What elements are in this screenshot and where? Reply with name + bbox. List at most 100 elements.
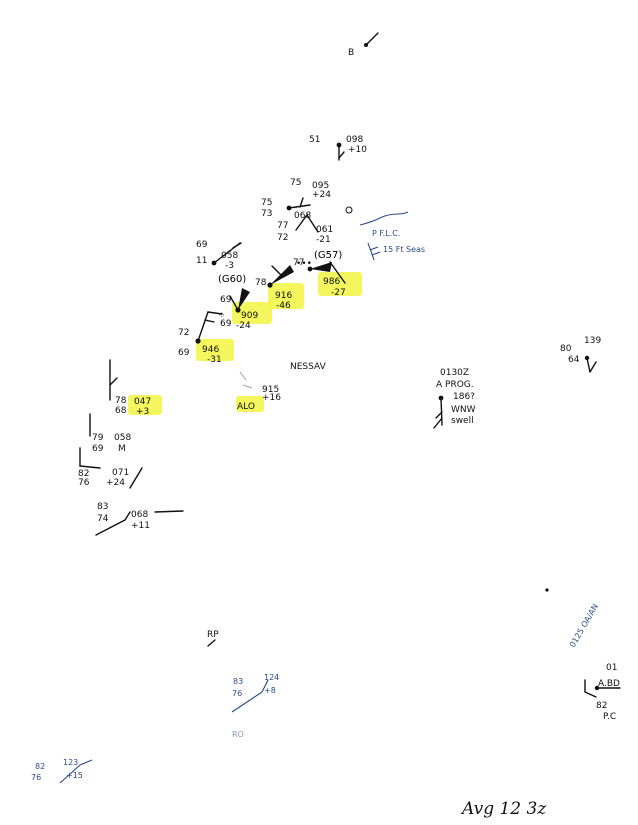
- gust-label-g60: (G60): [218, 274, 246, 285]
- annotation-ab: A.BD: [598, 679, 620, 689]
- station-14-pressure: 915: [262, 385, 279, 395]
- station-5-dew: 11: [196, 256, 207, 266]
- station-9-pressure: 946: [202, 345, 219, 355]
- station-15-temp: 80: [560, 344, 572, 354]
- annotation-pc: P.C: [603, 712, 616, 722]
- station-10-dew: 68: [115, 406, 127, 416]
- annotation-15ft-seas: 15 Ft Seas: [383, 245, 425, 254]
- station-4-temp: 77: [277, 221, 288, 231]
- station-13-pressure: 068: [131, 510, 148, 520]
- station-8-dew: 69: [220, 319, 232, 329]
- station-12-dew: 76: [78, 478, 90, 488]
- station-6-temp: 78: [255, 278, 267, 288]
- station-8-temp: 69: [220, 295, 232, 305]
- station-1: 51 098 +10: [309, 135, 367, 161]
- station-10-pressure: 047: [134, 397, 151, 407]
- station-18-mark: RP: [207, 630, 219, 640]
- station-14: ALO 915 +16: [236, 371, 281, 412]
- station-17-temp: 82: [35, 762, 45, 771]
- station-17-tendency: +15: [66, 771, 83, 780]
- station-16-tendency: +8: [264, 686, 276, 695]
- station-11-tendency: M: [118, 444, 126, 454]
- station-6-pressure: 916: [275, 291, 292, 301]
- station-12-temp: 82: [78, 469, 89, 479]
- annotation-swell: swell: [451, 416, 474, 426]
- annotation-a-prog: A PROG.: [436, 380, 474, 390]
- station-15-mark: 64: [568, 355, 580, 365]
- station-19: 01 A.BD 82 P.C: [584, 663, 621, 722]
- station-13-tendency: +11: [131, 521, 150, 531]
- station-8-wx: ⁘: [218, 311, 226, 321]
- station-14-tendency: +16: [262, 393, 281, 403]
- station-2-pressure: 095: [312, 181, 329, 191]
- station-2-temp: 75: [290, 178, 301, 188]
- station-6-wx: •••: [296, 259, 312, 269]
- station-9-dew: 69: [178, 348, 190, 358]
- annotation-186: 186?: [453, 392, 475, 402]
- station-11: 79 69 058 M: [89, 413, 131, 454]
- station-16: 83 76 124 +8 RO: [231, 673, 279, 739]
- stray-dot: [545, 588, 549, 592]
- station-10: 78 68 047 +3: [109, 359, 162, 417]
- station-13-temp: 83: [97, 502, 108, 512]
- station-16-temp: 83: [233, 677, 243, 686]
- station-4-dew: 72: [277, 233, 288, 243]
- station-17-dew: 76: [31, 773, 41, 782]
- station-16-faint-mark: RO: [232, 730, 244, 739]
- station-12-tendency: +24: [106, 478, 125, 488]
- station-9: 72 69 946 -31: [178, 311, 234, 365]
- station-15-pressure: 139: [584, 336, 601, 346]
- station-3-dew: 73: [261, 209, 272, 219]
- station-11-temp: 79: [92, 433, 104, 443]
- annotation-flc: P F.L.C.: [372, 229, 400, 238]
- station-4: 77 72 061 -21: [277, 214, 333, 245]
- annotation-0130z: 0130Z: [440, 368, 469, 378]
- station-16-dew: 76: [232, 689, 242, 698]
- station-12: 82 76 071 +24: [78, 447, 143, 489]
- station-17: 82 76 123 +15: [31, 758, 93, 784]
- station-6-tendency: -46: [276, 301, 291, 311]
- station-11-pressure: 058: [114, 433, 131, 443]
- station-8-pressure: 909: [241, 311, 258, 321]
- station-1-pressure: 098: [346, 135, 363, 145]
- annotation-wnw: WNW: [451, 405, 476, 415]
- station-13: 83 74 068 +11: [95, 502, 184, 536]
- station-16-pressure: 124: [264, 673, 279, 682]
- station-10-temp: 78: [115, 396, 127, 406]
- station-10-tendency: +3: [136, 407, 149, 417]
- station-11-dew: 69: [92, 444, 104, 454]
- station-8-tendency: -24: [236, 321, 251, 331]
- station-3-pressure: 068: [294, 211, 311, 221]
- station-5-pressure: 058: [221, 251, 238, 261]
- station-7: 77 986 -27: [293, 258, 362, 298]
- gust-label-g57: (G57): [314, 250, 342, 261]
- station-top: B: [348, 32, 379, 58]
- station-5-tendency: -3: [225, 261, 234, 271]
- date-note: Avg 12 3z: [460, 799, 547, 819]
- station-2: 75 095 +24: [290, 178, 331, 200]
- station-9-tendency: -31: [207, 355, 222, 365]
- station-9-temp: 72: [178, 328, 189, 338]
- station-8: 69 69 909 -24 ⁘: [218, 288, 272, 331]
- station-2-tendency: +24: [312, 190, 331, 200]
- station-14-mark: ALO: [237, 402, 255, 412]
- station-3-temp: 75: [261, 198, 272, 208]
- annotation-nessav: NESSAV: [290, 362, 327, 372]
- annotation-seas: P F.L.C. 15 Ft Seas: [359, 211, 425, 261]
- station-7-pressure: 986: [323, 277, 340, 287]
- station-5-temp: 69: [196, 240, 208, 250]
- station-7-tendency: -27: [331, 288, 346, 298]
- station-1-tendency: +10: [348, 145, 367, 155]
- station-13-dew: 74: [97, 514, 109, 524]
- circle-mark: [345, 206, 353, 214]
- annotation-prog: 0130Z A PROG. 186? WNW swell: [433, 368, 476, 429]
- station-15: 80 139 64: [560, 336, 601, 373]
- station-4-tendency: -21: [316, 235, 331, 245]
- station-top-mark: B: [348, 48, 354, 58]
- station-12-pressure: 071: [112, 468, 129, 478]
- station-17-pressure: 123: [63, 758, 78, 767]
- station-19-temp: 01: [606, 663, 617, 673]
- station-1-temp: 51: [309, 135, 320, 145]
- station-3: 75 73 068: [261, 197, 311, 221]
